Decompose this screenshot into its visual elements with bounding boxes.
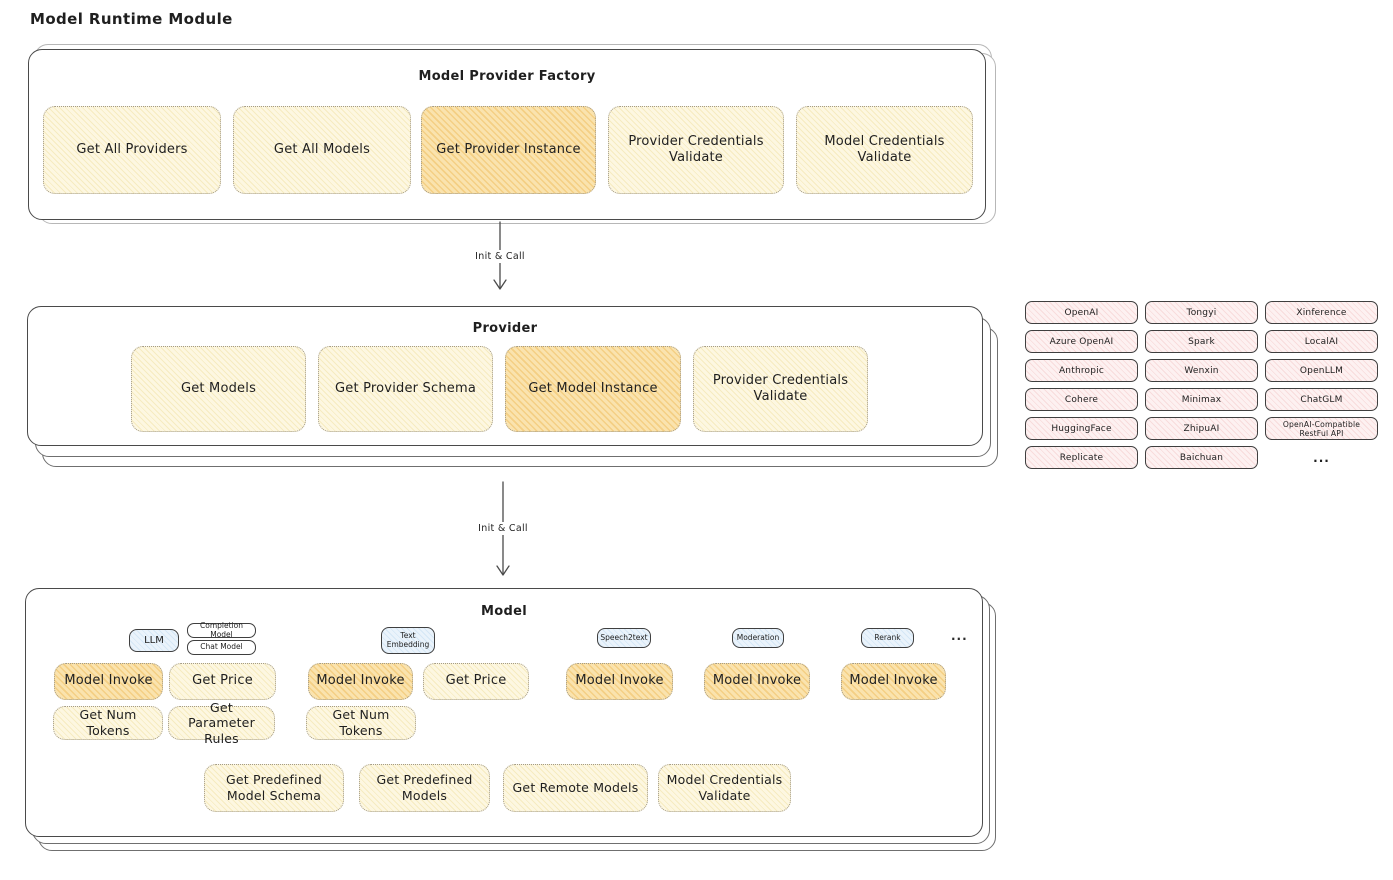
factory-node-get-provider-instance: Get Provider Instance <box>421 106 596 194</box>
model-node-get-price-embedding: Get Price <box>423 663 529 700</box>
provider-brand-wenxin: Wenxin <box>1145 359 1258 382</box>
model-node-model-credentials-validate: Model Credentials Validate <box>658 764 791 812</box>
provider-brand-cohere: Cohere <box>1025 388 1138 411</box>
model-node-get-num-tokens-embedding: Get Num Tokens <box>306 706 416 740</box>
tab-moderation: Moderation <box>732 628 784 648</box>
model-node-invoke-embedding: Model Invoke <box>308 663 413 700</box>
provider-brand-tongyi: Tongyi <box>1145 301 1258 324</box>
factory-node-provider-credentials-validate: Provider Credentials Validate <box>608 106 784 194</box>
provider-brand-ellipsis: ... <box>1313 450 1330 465</box>
tab-completion-model: Completion Model <box>187 621 256 638</box>
factory-front: Model Provider Factory Get All Providers… <box>28 49 986 220</box>
model-node-invoke-moderation: Model Invoke <box>704 663 810 700</box>
model-node-get-parameter-rules: Get Parameter Rules <box>168 700 275 746</box>
arrow-label-init-call-1: Init & Call <box>465 250 535 263</box>
provider-brand-openai: OpenAI <box>1025 301 1138 324</box>
factory-title: Model Provider Factory <box>418 69 596 84</box>
provider-brand-azure-openai: Azure OpenAI <box>1025 330 1138 353</box>
model-title: Model <box>481 604 527 619</box>
model-node-get-predefined-model-schema: Get Predefined Model Schema <box>204 764 344 812</box>
provider-node-get-provider-schema: Get Provider Schema <box>318 346 493 432</box>
model-node-invoke-rerank: Model Invoke <box>841 663 946 700</box>
provider-brand-baichuan: Baichuan <box>1145 446 1258 469</box>
provider-brand-grid: OpenAI Tongyi Xinference Azure OpenAI Sp… <box>1025 301 1378 469</box>
provider-brand-localai: LocalAI <box>1265 330 1378 353</box>
page-title: Model Runtime Module <box>30 10 233 28</box>
provider-brand-huggingface: HuggingFace <box>1025 417 1138 440</box>
model-node-invoke-speech2text: Model Invoke <box>566 663 673 700</box>
model-node-get-price-llm: Get Price <box>169 663 276 700</box>
provider-brand-minimax: Minimax <box>1145 388 1258 411</box>
arrow-label-init-call-2: Init & Call <box>468 522 538 535</box>
provider-brand-chatglm: ChatGLM <box>1265 388 1378 411</box>
model-front: Model LLM Completion Model Chat Model Te… <box>25 588 983 837</box>
tab-text-embedding: Text Embedding <box>381 627 435 654</box>
provider-title: Provider <box>472 321 538 336</box>
factory-node-model-credentials-validate: Model Credentials Validate <box>796 106 973 194</box>
provider-node-get-models: Get Models <box>131 346 306 432</box>
provider-brand-replicate: Replicate <box>1025 446 1138 469</box>
provider-brand-zhipuai: ZhipuAI <box>1145 417 1258 440</box>
model-node-get-num-tokens-llm: Get Num Tokens <box>53 706 163 740</box>
provider-container: Provider Get Models Get Provider Schema … <box>27 306 998 467</box>
factory-node-get-all-models: Get All Models <box>233 106 411 194</box>
model-node-get-predefined-models: Get Predefined Models <box>359 764 490 812</box>
provider-brand-openllm: OpenLLM <box>1265 359 1378 382</box>
provider-brand-anthropic: Anthropic <box>1025 359 1138 382</box>
provider-brand-openai-compatible: OpenAI-Compatible RestFul API <box>1265 417 1378 440</box>
model-node-get-remote-models: Get Remote Models <box>503 764 648 812</box>
provider-front: Provider Get Models Get Provider Schema … <box>27 306 983 446</box>
tab-llm: LLM <box>129 629 179 652</box>
factory-container: Model Provider Factory Get All Providers… <box>28 44 996 224</box>
model-tabs-ellipsis: ... <box>951 629 968 643</box>
tab-speech2text: Speech2text <box>597 628 651 648</box>
provider-node-provider-credentials-validate: Provider Credentials Validate <box>693 346 868 432</box>
model-node-invoke-llm: Model Invoke <box>54 663 163 700</box>
tab-rerank: Rerank <box>861 628 914 648</box>
provider-brand-spark: Spark <box>1145 330 1258 353</box>
factory-node-get-all-providers: Get All Providers <box>43 106 221 194</box>
provider-node-get-model-instance: Get Model Instance <box>505 346 681 432</box>
model-container: Model LLM Completion Model Chat Model Te… <box>25 588 996 851</box>
tab-chat-model: Chat Model <box>187 640 256 655</box>
provider-brand-xinference: Xinference <box>1265 301 1378 324</box>
